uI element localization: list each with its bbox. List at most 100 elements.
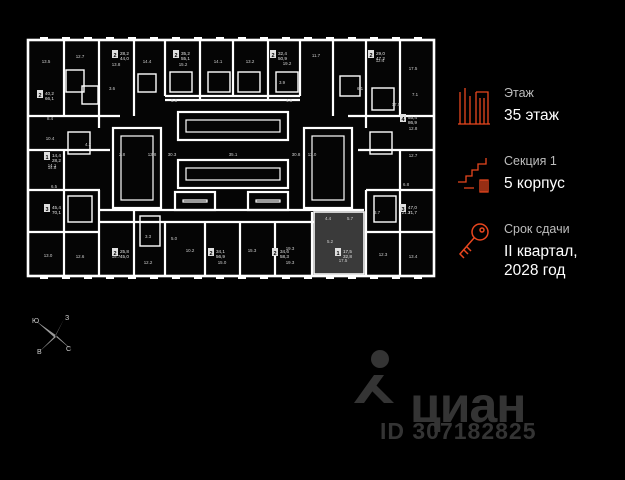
room-area-label: 5.7 [347,216,354,221]
section-label: Секция 1 [504,154,557,168]
room-area-label: 13.2 [246,59,255,64]
room-area-label: 19.3 [286,246,295,251]
unit-label[interactable]: 2 34,156,9 [208,248,225,259]
compass-west-label: З [65,315,70,322]
unit-rooms-count: 2 [209,251,212,257]
room-area-label: 12.8 [409,126,418,131]
unit-rooms-badge [112,248,118,256]
unit-rooms-badge [112,50,118,58]
unit-label[interactable]: 2 40,266,1 [37,90,54,101]
compass-star-icon [36,319,72,352]
unit-total-area: 66,1 [45,96,54,101]
unit-living-area: 28,2 [120,51,129,56]
unit-rooms-count: 2 [113,251,116,257]
unit-living-area: 14,4 [52,153,61,158]
unit-rooms-badge [400,204,406,212]
unit-total-area: 45,0 [120,254,129,259]
room-area-label: 5.2 [327,239,334,244]
deadline-value-line1: II квартал, [504,243,578,260]
room-area-label: 12.7 [409,153,418,158]
deadline-value: II квартал, 2028 год [504,242,578,280]
room-area-label: 3.7 [374,210,381,215]
selected-unit[interactable] [313,211,365,275]
unit-total-area: 70,1 [52,210,61,215]
unit-rooms-badge [400,114,406,122]
room-area-label: 6.1 [357,86,364,91]
unit-total-area: 56,9 [216,254,225,259]
room-area-label: 19.2 [283,61,292,66]
unit-rooms-count: 4 [401,117,405,123]
floor-value: 35 этаж [504,107,560,124]
unit-rooms-badge [208,248,214,256]
compass-south-label: Ю [32,318,40,325]
room-area-label: 12.7 [76,54,85,59]
room-area-label: 2.8 [119,152,126,157]
room-area-label: 13.0 [44,253,53,258]
unit-rooms-count: 2 [113,53,116,59]
unit-rooms-badge [368,50,374,58]
room-area-label: 3.3 [145,234,152,239]
section-value: 5 корпус [504,175,565,192]
unit-living-area: 40,2 [45,91,54,96]
unit-total-area: 28,2 [52,158,61,163]
unit-rooms-badge [272,248,278,256]
room-area-label: 3.9 [279,80,286,85]
floor-info: Этаж 35 этаж [456,84,559,128]
unit-rooms-badge [37,90,43,98]
room-area-label: 15.3 [248,248,257,253]
unit-rooms-count: 1 [45,155,48,161]
unit-rooms-count: 2 [174,53,177,59]
unit-living-area: 34,6 [280,249,289,254]
floor-plan-walls [26,37,436,279]
unit-rooms-count: 2 [38,93,41,99]
room-area-label: 10.2 [186,248,195,253]
room-area-label: 7.1 [412,92,419,97]
compass-east-label: В [37,349,42,356]
room-area-label: 3.6 [109,86,116,91]
room-area-label: 13.4 [409,254,418,259]
room-area-label: 12.4 [376,58,385,63]
unit-total-area: 50,9 [278,56,287,61]
unit-rooms-badge [335,248,341,256]
room-area-label: 4.6 [286,98,293,103]
unit-rooms-count: 3 [45,207,48,213]
room-area-label: 19.3 [286,260,295,265]
watermark-id: ID 307182825 [380,418,537,444]
unit-rooms-count: 2 [271,53,274,59]
room-area-label: 4.4 [325,216,332,221]
room-area-label: 13.5 [42,59,51,64]
unit-living-area: 35,2 [181,51,190,56]
unit-living-area: 34,1 [216,249,225,254]
unit-label[interactable]: 1 14,428,2 [44,152,61,163]
room-area-label: 35.1 [229,152,238,157]
deadline-value-line2: 2028 год [504,262,566,279]
room-area-label: 12.6 [76,254,85,259]
unit-rooms-count: 1 [336,251,339,257]
room-area-label: 6.8 [403,182,410,187]
unit-rooms-badge [173,50,179,58]
unit-living-area: 45,4 [52,205,61,210]
watermark-brand: циан [410,377,526,433]
unit-total-area: 58,3 [280,254,289,259]
room-area-label: 14.8 [48,165,57,170]
room-area-label: 17.5 [392,102,401,107]
room-area-label: 12.3 [379,252,388,257]
unit-living-area: 17,5 [343,249,352,254]
room-area-label: 11.7 [312,53,321,58]
compass: Ю З В С [30,312,80,360]
room-area-label: 4.2 [85,142,92,147]
unit-label[interactable]: 3 45,470,1 [44,204,61,215]
room-area-label: 21.3 [402,210,411,215]
deadline-info: Срок сдачи II квартал, 2028 год [456,220,578,280]
room-area-label: 5.6 [171,98,178,103]
